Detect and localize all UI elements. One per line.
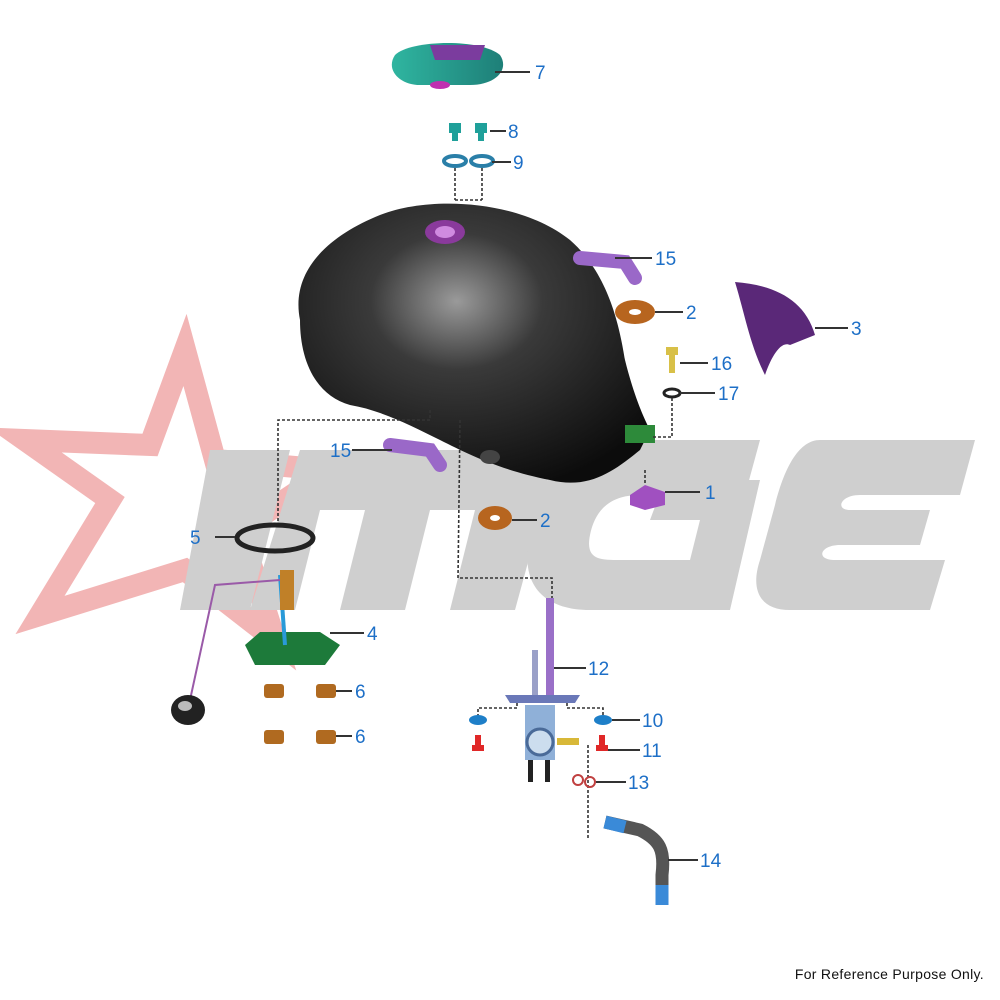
callout-16: 16 (711, 354, 732, 375)
part-17-washer (662, 387, 682, 399)
watermark-logo (0, 313, 975, 671)
callout-6-upper: 6 (355, 682, 366, 703)
callout-15-upper: 15 (655, 249, 676, 270)
disclaimer-text: For Reference Purpose Only. (794, 966, 984, 982)
part-15-breather-tube-lower (383, 438, 447, 472)
part-11-screws[interactable] (472, 735, 608, 751)
callout-10: 10 (642, 711, 663, 732)
part-3-cover (735, 282, 815, 375)
callout-7: 7 (535, 63, 546, 84)
part-10-washer-right (594, 715, 612, 725)
part-7-fuel-cap[interactable] (391, 42, 504, 89)
callout-12: 12 (588, 659, 609, 680)
fuel-tank[interactable] (298, 203, 655, 483)
callout-2-lower: 2 (540, 511, 551, 532)
part-4-fuel-gauge-sender[interactable] (171, 570, 340, 725)
part-15-breather-tube (573, 251, 642, 285)
callout-17: 17 (718, 384, 739, 405)
callout-11: 11 (642, 741, 662, 762)
callout-1: 1 (705, 483, 716, 504)
callout-3: 3 (851, 319, 862, 340)
callout-5: 5 (190, 528, 201, 549)
callout-4: 4 (367, 624, 378, 645)
part-13-clip[interactable] (572, 774, 596, 788)
part-14-fuel-tube (603, 815, 670, 905)
part-12-fuel-cock[interactable] (505, 598, 580, 782)
part-9-washers[interactable] (442, 154, 495, 168)
callout-8: 8 (508, 122, 519, 143)
callout-15-lower: 15 (330, 441, 351, 462)
part-5-o-ring (234, 522, 316, 554)
part-10-washer-left (469, 715, 487, 725)
watermark-star-icon (0, 313, 363, 671)
callout-2-upper: 2 (686, 303, 697, 324)
part-8-bolts[interactable] (449, 123, 487, 141)
callout-14: 14 (700, 851, 722, 872)
part-6-grommets[interactable] (264, 684, 336, 744)
part-16-bolt (666, 347, 678, 355)
part-1-rubber-block (630, 485, 665, 510)
callout-13: 13 (628, 773, 649, 794)
callout-9: 9 (513, 153, 524, 174)
callout-6-lower: 6 (355, 727, 366, 748)
